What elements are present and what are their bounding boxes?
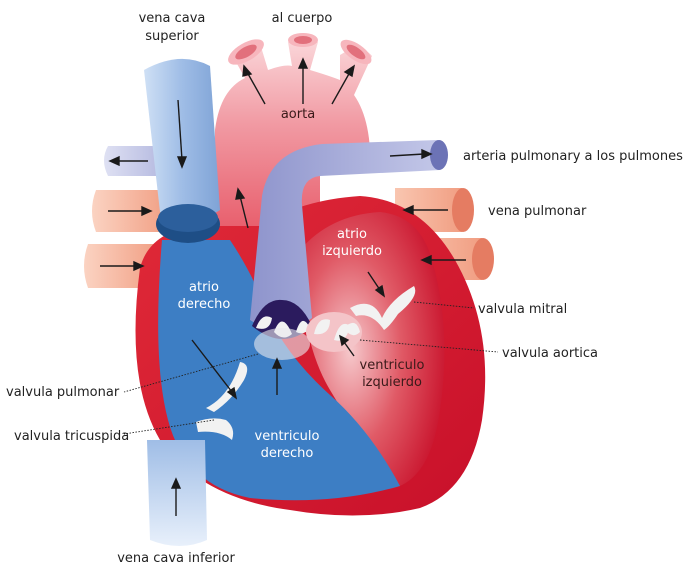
label-left-atrium-line1: atrio	[337, 227, 367, 242]
label-inferior-vena-cava: vena cava inferior	[117, 551, 235, 566]
left-pulmonary-vein-lower-opening	[472, 238, 494, 280]
label-right-atrium-line2: derecho	[178, 297, 231, 312]
aortic-valve	[306, 312, 362, 352]
label-right-ventricle-line2: derecho	[261, 446, 314, 461]
label-superior-vena-cava-line1: vena cava	[139, 11, 206, 26]
inferior-vena-cava	[147, 440, 207, 546]
label-pulmonary-valve: valvula pulmonar	[6, 385, 120, 400]
label-left-ventricle-line2: izquierdo	[362, 375, 422, 390]
label-pulmonary-vein: vena pulmonar	[488, 204, 587, 219]
label-right-atrium-line1: atrio	[189, 280, 219, 295]
label-pulmonary-artery: arteria pulmonary a los pulmones	[463, 149, 683, 164]
label-left-ventricle-line1: ventriculo	[360, 358, 425, 373]
label-superior-vena-cava-line2: superior	[145, 29, 199, 44]
label-aorta: aorta	[281, 107, 315, 122]
left-pulmonary-vein-upper-opening	[452, 188, 474, 232]
label-tricuspid-valve: valvula tricuspida	[14, 429, 129, 444]
label-left-atrium-line2: izquierdo	[322, 244, 382, 259]
label-right-ventricle-line1: ventriculo	[255, 429, 320, 444]
label-to-body: al cuerpo	[272, 11, 333, 26]
label-mitral-valve: valvula mitral	[478, 302, 567, 317]
label-aortic-valve: valvula aortica	[502, 346, 598, 361]
